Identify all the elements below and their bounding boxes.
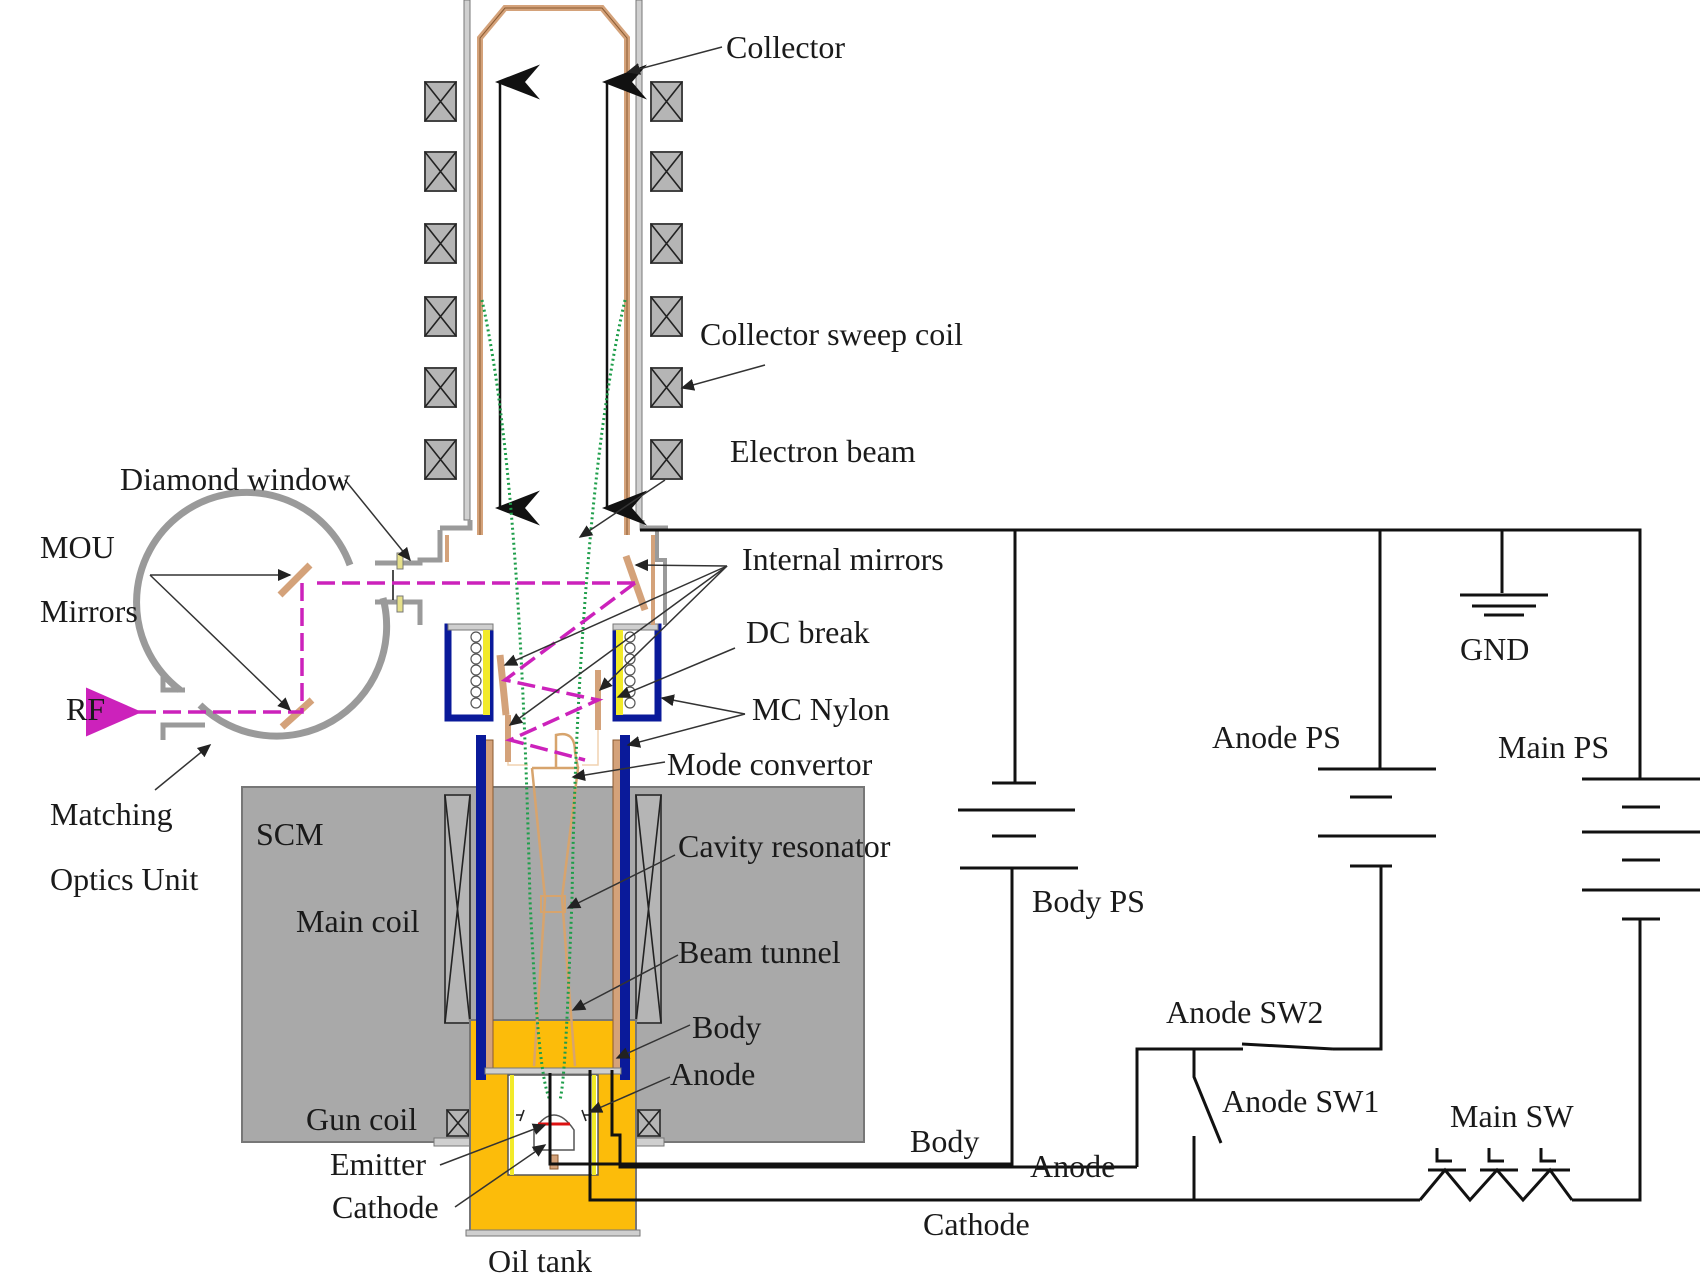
label-cathode: Cathode [332, 1189, 439, 1225]
label-anode-ps: Anode PS [1212, 719, 1341, 755]
anode-sw1 [1192, 1049, 1223, 1200]
sweep-coil [424, 439, 457, 480]
collector-sweep-coils [424, 81, 683, 480]
cavity-resonator [540, 895, 566, 913]
label-rf: RF [66, 691, 105, 727]
label-emitter: Emitter [330, 1146, 426, 1182]
label-wire-anode: Anode [1030, 1148, 1115, 1184]
label-anode-sw2: Anode SW2 [1166, 994, 1323, 1030]
label-collector-sweep-coil: Collector sweep coil [700, 316, 963, 352]
sweep-coil [650, 367, 683, 408]
sweep-coil [424, 367, 457, 408]
label-main-ps: Main PS [1498, 729, 1609, 765]
label-body-ps: Body PS [1032, 883, 1145, 919]
label-anode-sw1: Anode SW1 [1222, 1083, 1379, 1119]
label-collector: Collector [726, 29, 845, 65]
main-sw [1418, 1148, 1574, 1203]
label-wire-cathode: Cathode [923, 1206, 1030, 1242]
label-optics-unit: Optics Unit [50, 861, 199, 897]
label-mode-convertor: Mode convertor [667, 746, 873, 782]
sweep-coil [424, 81, 457, 122]
sweep-coil [650, 151, 683, 192]
labels: Collector Collector sweep coil Electron … [40, 29, 1609, 1275]
ground-symbol [1460, 593, 1548, 617]
label-main-coil: Main coil [296, 903, 420, 939]
leader-lines [149, 46, 766, 1208]
main-coil-right [635, 794, 662, 1024]
label-internal-mirrors: Internal mirrors [742, 541, 944, 577]
window-section [375, 530, 667, 625]
gun-coil-right [637, 1109, 661, 1137]
body-ps-battery [548, 781, 1078, 1166]
label-main-sw: Main SW [1450, 1098, 1574, 1134]
mou [133, 489, 391, 740]
label-wire-body: Body [910, 1123, 979, 1159]
label-mc-nylon: MC Nylon [752, 691, 890, 727]
sweep-coil [424, 223, 457, 264]
label-anode: Anode [670, 1056, 755, 1092]
label-mirrors: Mirrors [40, 593, 138, 629]
label-matching: Matching [50, 796, 173, 832]
oil-tank [465, 1019, 641, 1237]
label-mou: MOU [40, 529, 115, 565]
label-body: Body [692, 1009, 761, 1045]
main-coil-left [444, 794, 471, 1024]
sweep-coil [650, 223, 683, 264]
sweep-coil [650, 81, 683, 122]
label-gnd: GND [1460, 631, 1529, 667]
dc-break [444, 623, 662, 722]
label-oil-tank: Oil tank [488, 1243, 592, 1275]
circuit [548, 528, 1700, 1203]
anode-sw2 [1135, 1042, 1334, 1167]
label-gun-coil: Gun coil [306, 1101, 417, 1137]
gun-coil-left [446, 1109, 470, 1137]
label-electron-beam: Electron beam [730, 433, 916, 469]
label-dc-break: DC break [746, 614, 870, 650]
main-ps-battery [1572, 777, 1700, 1202]
collector [440, 0, 668, 535]
mou-mirror-upper [277, 562, 313, 598]
label-beam-tunnel: Beam tunnel [678, 934, 841, 970]
sweep-coil [650, 296, 683, 337]
label-cavity-resonator: Cavity resonator [678, 828, 891, 864]
sweep-coil [424, 151, 457, 192]
anode-ps-battery [1318, 767, 1436, 1051]
label-diamond-window: Diamond window [120, 461, 350, 497]
sweep-coil [424, 296, 457, 337]
label-scm: SCM [256, 816, 324, 852]
sweep-coil [650, 439, 683, 480]
